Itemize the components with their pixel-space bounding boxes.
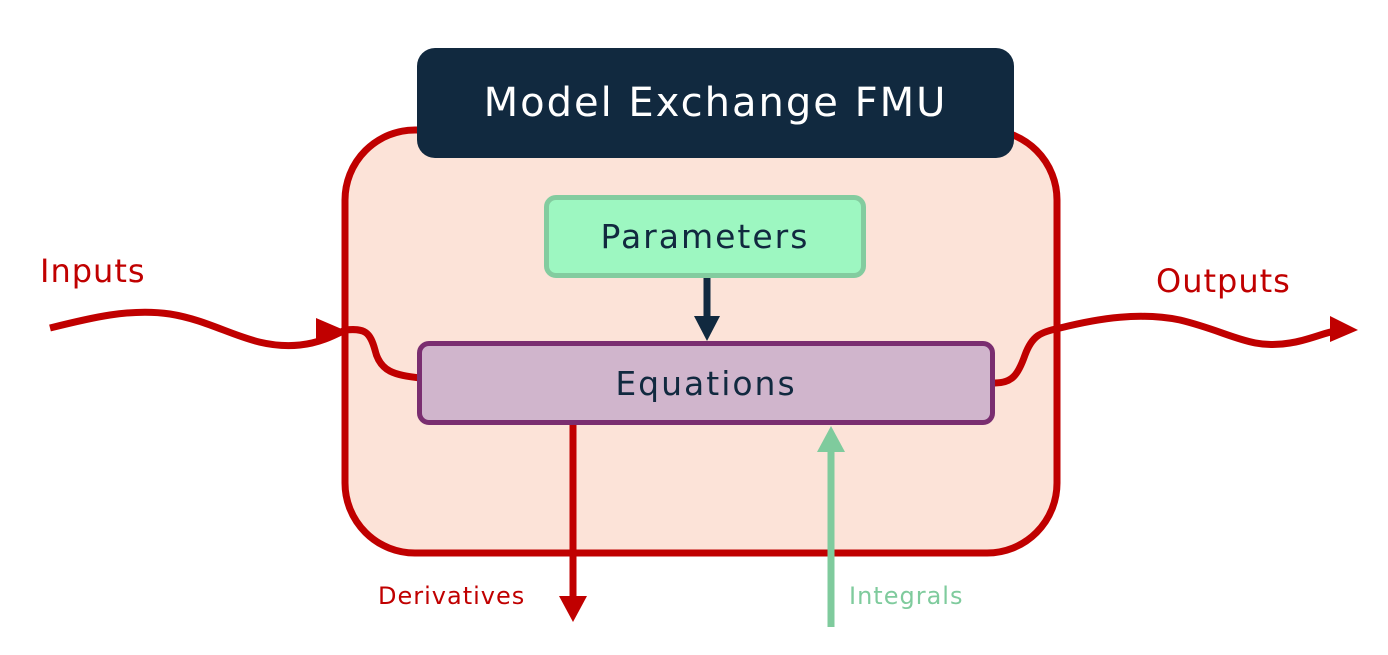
- parameters-label: Parameters: [600, 217, 810, 256]
- parameters-arrowhead: [694, 316, 720, 341]
- equations-label: Equations: [615, 363, 797, 403]
- integrals-label: Integrals: [849, 582, 964, 610]
- inputs-label: Inputs: [40, 252, 146, 290]
- outputs-label: Outputs: [1156, 262, 1291, 300]
- inputs-arrow: [49, 308, 421, 382]
- outputs-arrowhead: [1330, 316, 1358, 342]
- outputs-arrow: [994, 312, 1341, 387]
- fmu-title-box: Model Exchange FMU: [417, 48, 1014, 158]
- derivatives-label: Derivatives: [378, 582, 526, 610]
- equations-block: Equations: [417, 341, 995, 425]
- inputs-arrowhead: [316, 318, 344, 342]
- integrals-arrowhead: [817, 426, 845, 452]
- fmu-title: Model Exchange FMU: [483, 80, 948, 126]
- parameters-block: Parameters: [544, 195, 866, 278]
- derivatives-arrowhead: [559, 596, 587, 622]
